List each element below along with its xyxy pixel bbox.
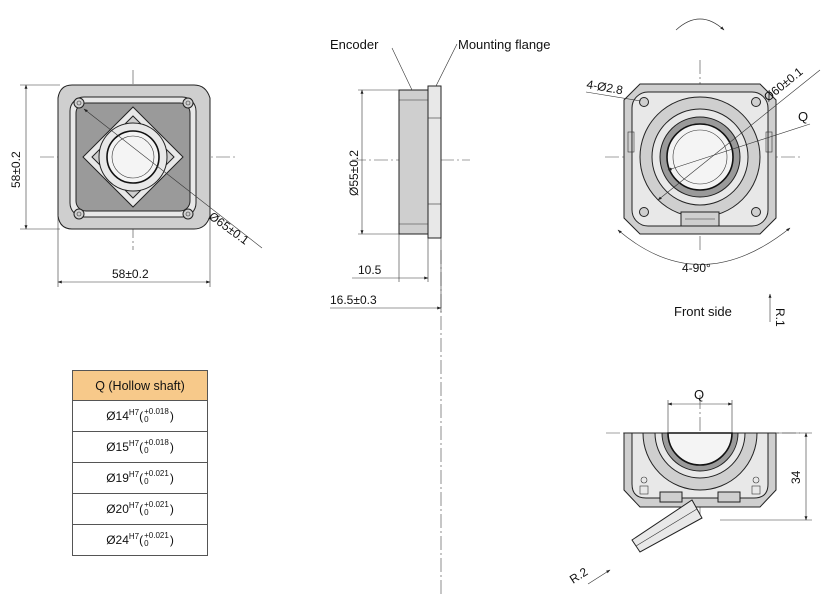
dim-angle: 4-90° — [682, 261, 711, 275]
label-q-bottom: Q — [694, 387, 704, 402]
dim-circle-left: Ø65±0.1 — [206, 209, 252, 248]
dim-diameter-side: Ø55±0.2 — [347, 150, 361, 196]
dim-height-left: 58±0.2 — [9, 151, 23, 188]
dim-depth-total: 16.5±0.3 — [330, 293, 377, 307]
mounting-holes-left — [73, 97, 194, 220]
label-r1: R.1 — [773, 308, 787, 327]
label-mounting-flange: Mounting flange — [458, 37, 551, 52]
side-view: Ø55±0.2 10.5 16.5±0.3 Encoder Mounting f… — [330, 37, 551, 594]
left-view: 58±0.2 58±0.2 Ø65±0.1 — [9, 70, 263, 287]
dim-circle-front: Ø60±0.1 — [761, 64, 806, 104]
rotation-arrow-icon — [675, 18, 725, 31]
label-front-side: Front side — [674, 304, 732, 319]
dim-width-left: 58±0.2 — [112, 267, 149, 281]
mounting-holes-front — [639, 97, 761, 217]
bottom-view: Q 34 R.2 — [567, 387, 812, 587]
table-header: Q (Hollow shaft) — [72, 370, 208, 401]
dim-holes: 4-Ø2.8 — [585, 77, 624, 97]
dim-depth-encoder: 10.5 — [358, 263, 382, 277]
label-q-top: Q — [798, 109, 808, 124]
label-r2: R.2 — [567, 564, 591, 586]
dim-height-bottom: 34 — [789, 470, 803, 484]
label-encoder: Encoder — [330, 37, 379, 52]
front-view: 4-Ø2.8 Ø60±0.1 Q 4-90° Front side R.1 — [585, 18, 821, 327]
